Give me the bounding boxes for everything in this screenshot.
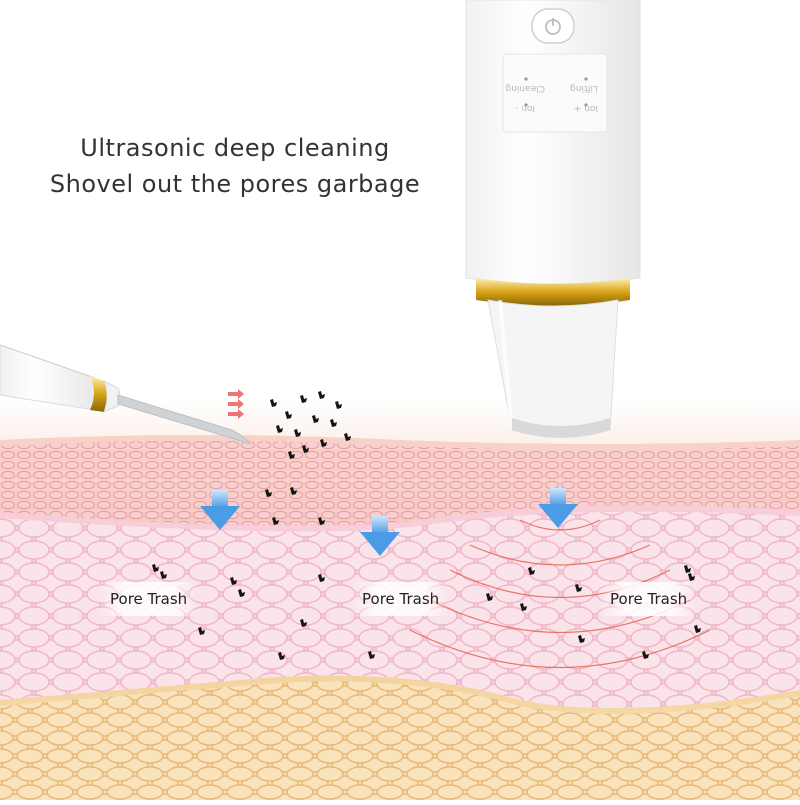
- ultrasonic-device: Ion + Ion - Lifting Cleaning: [465, 0, 641, 438]
- panel-left-ion: Ion +: [574, 103, 598, 113]
- down-arrow-icon: [360, 516, 400, 556]
- pore-trash-label: Pore Trash: [100, 582, 198, 616]
- headline-line-1: Ultrasonic deep cleaning: [80, 134, 390, 162]
- panel-right-mode: Cleaning: [506, 83, 545, 93]
- panel-right-ion: Ion -: [515, 103, 535, 113]
- headline-line-2: Shovel out the pores garbage: [49, 170, 421, 198]
- control-panel: [502, 53, 608, 133]
- panel-left-mode: Lifting: [570, 83, 598, 93]
- power-button-icon: [531, 8, 575, 44]
- headline: Ultrasonic deep cleaning Shovel out the …: [40, 130, 430, 202]
- pore-trash-label: Pore Trash: [600, 582, 698, 616]
- skin-scraper-device: [0, 344, 252, 445]
- down-arrow-icon: [200, 490, 240, 530]
- down-arrow-icon: [538, 488, 578, 528]
- pore-trash-label: Pore Trash: [352, 582, 450, 616]
- skin-cross-section: [0, 435, 800, 800]
- motion-arrows-icon: [228, 389, 244, 419]
